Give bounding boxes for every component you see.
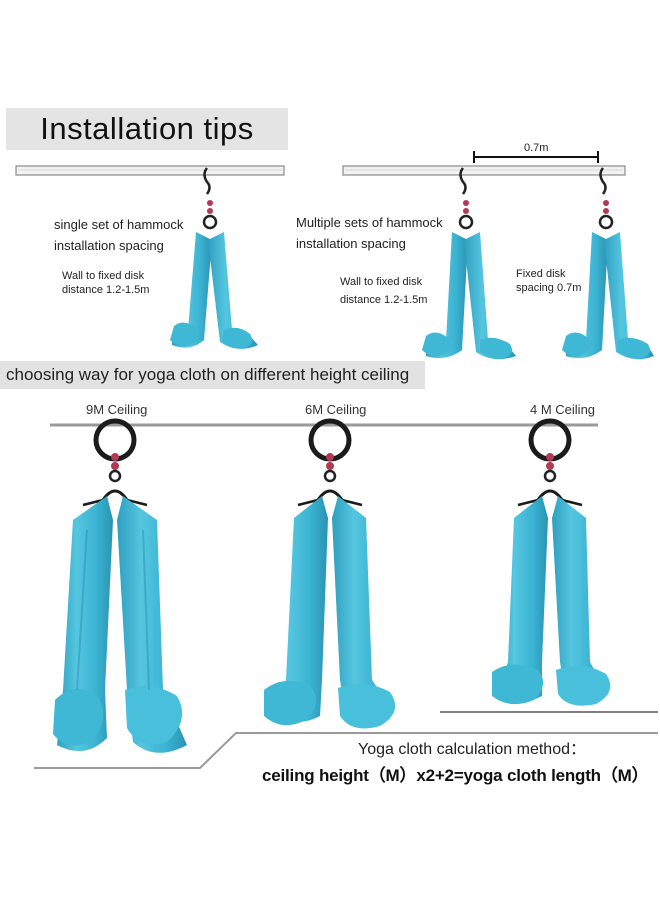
hammock-large-4m	[492, 418, 611, 706]
multi-note-line1: Wall to fixed disk	[340, 276, 423, 288]
ceiling-bar-right	[342, 165, 626, 176]
ceiling-label-4m: 4 M Ceiling	[530, 402, 596, 417]
calc-method-formula: ceiling height（M）x2+2=yoga cloth length（…	[262, 766, 649, 785]
hammock-large-9m	[53, 418, 187, 753]
ceiling-label-6m: 6M Ceiling	[305, 402, 367, 417]
multi-note-line2: distance 1.2-1.5m	[340, 294, 428, 306]
fixed-disk-line1: Fixed disk	[516, 268, 566, 280]
spacing-dimension-line	[473, 151, 599, 163]
spacing-label: 0.7m	[524, 142, 549, 154]
single-note-line2: distance 1.2-1.5m	[62, 284, 150, 296]
bottom-guide-lines	[34, 711, 658, 769]
hammock-small-multi-2	[562, 167, 654, 360]
hammock-large-6m	[264, 418, 396, 729]
single-heading-line2: installation spacing	[54, 238, 164, 253]
ceiling-label-9m: 9M Ceiling	[86, 402, 148, 417]
multi-heading-line1: Multiple sets of hammock	[296, 215, 443, 230]
fixed-disk-line2: spacing 0.7m	[516, 282, 582, 294]
calc-method-title: Yoga cloth calculation method：	[358, 741, 587, 758]
single-heading-line1: single set of hammock	[54, 217, 184, 232]
page-title: Installation tips	[6, 108, 288, 150]
section-banner: choosing way for yoga cloth on different…	[0, 361, 425, 389]
multi-heading-line2: installation spacing	[296, 236, 406, 251]
hammock-small-multi-1	[422, 167, 516, 360]
hammock-small-single	[170, 167, 258, 349]
ceiling-bar-left	[15, 165, 285, 176]
single-note-line1: Wall to fixed disk	[62, 270, 145, 282]
